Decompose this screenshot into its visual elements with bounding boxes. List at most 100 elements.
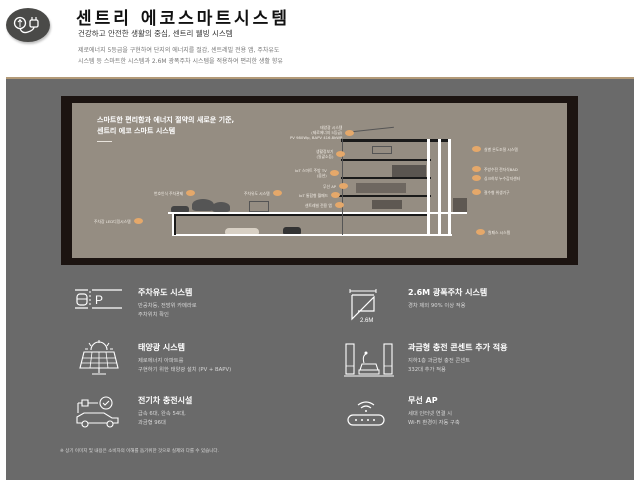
building-floor [341,177,431,179]
car-illustration [171,206,189,212]
license-plate-icon [186,190,196,196]
feature-description-line: Wi-Fi 환경이 자동 구축 [408,420,460,426]
feature-description-line: 세대 인터넷 연결 시 [408,411,453,417]
callout-solar-system: 태양광 시스템 (제로에너지 5등급) PV 980Wp, BAPV 416.8… [290,125,355,140]
callout-text: 원패스 시스템 [488,229,511,235]
light-switch-icon [336,151,346,157]
furniture-block [372,146,392,154]
callout-text: 싱크하부 누수감지센터 [484,175,521,181]
page-title: 센트리 에코스마트시스템 [76,9,290,29]
feature-description-line: 만공차등, 전방위 카메라로 [138,303,197,309]
feature-description-line: 급속 6대, 완속 54대, [138,411,186,417]
feature-wide-parking: 2.6M 2.6M 광폭주차 시스템 경차 제외 90% 이상 적용 [344,285,604,329]
tree-illustration [212,202,230,212]
water-drop-icon [472,189,481,195]
svg-text:2.6M: 2.6M [360,318,373,324]
feature-description: 급속 6대, 완속 54대, 과금형 96대 [138,410,186,428]
callout-centreville-app: 센트레빌 전용 앱 [305,202,344,208]
faucet-icon [472,166,481,172]
callout-text: (옵션) [316,173,327,178]
feature-description: 지하1층 과금형 충전 콘센트 332대 추가 적용 [408,357,470,375]
feature-description-line: 과금형 96대 [138,420,166,426]
callout-text: 절수형 위생기구 [484,189,510,195]
building-roof [341,139,451,142]
parking-guide-icon: P [75,289,122,309]
callout-text: 번호인식 주차관제 [154,190,184,196]
callout-smart-kitchen-tv: IoT 스마트 주방 TV (옵션) [295,168,339,178]
page-description: 제로에너지 5등급을 구현하여 단지의 에너지를 절감, 센트레빌 전용 앱, … [78,45,283,67]
infographic-title: 스마트한 편리함과 에너지 절약의 새로운 기준, 센트리 에코 스마트 시스템 [97,115,234,137]
wifi-router-icon [347,401,385,426]
feature-wireless-ap: 무선 AP 세대 인터넷 연결 시 Wi-Fi 환경이 자동 구축 [344,393,604,437]
infographic-frame: 스마트한 편리함과 에너지 절약의 새로운 기준, 센트리 에코 스마트 시스템 [61,96,578,265]
solar-icon [345,129,355,136]
feature-description: 경차 제외 90% 이상 적용 [408,302,466,311]
callout-text: 실별 온도조절 시스템 [484,146,518,152]
wallpad-icon [331,192,341,198]
feature-title: 전기차 충전시설 [138,396,193,405]
feature-title: 과금형 충전 콘센트 추가 적용 [408,343,508,352]
feature-title: 무선 AP [408,396,438,405]
app-icon [334,202,344,208]
feature-title: 2.6M 광폭주차 시스템 [408,288,488,297]
ev-charging-icon [76,396,119,428]
basement-wall [172,213,174,235]
callout-wireless-ap: 무선 AP [323,183,349,189]
building-column [448,139,451,235]
playground-illustration [249,201,269,212]
feature-description-line: 구현하기 위한 태양광 설치 (PV + BAPV) [138,367,232,373]
basement-wall-shadow [174,214,176,235]
car-illustration [283,227,301,234]
solar-panel-icon [79,340,119,375]
content-panel: 스마트한 편리함과 에너지 절약의 새로운 기준, 센트리 에코 스마트 시스템 [6,77,634,480]
wifi-icon [339,183,349,189]
logo-badge [6,8,50,42]
feature-solar: 태양광 시스템 제로에너지 아파트를 구현하기 위한 태양광 설치 (PV + … [74,340,334,384]
feature-description-line: 제로에너지 아파트를 [138,358,184,364]
building-floor [341,159,431,161]
feature-ev-outlet: 과금형 충전 콘센트 추가 적용 지하1층 과금형 충전 콘센트 332대 추가… [344,340,604,384]
callout-text: PV 980Wp, BAPV 416.8kWP [290,135,343,140]
tv-icon [329,170,339,176]
led-icon [133,218,143,224]
feature-ev-charging: 전기차 충전시설 급속 6대, 완속 54대, 과금형 96대 [74,393,334,437]
disclaimer-text: ※ 상기 이미지 및 내용은 소비자의 이해를 돕기위한 것으로 실제와 다를 … [60,449,219,454]
page-header: 센트리 에코스마트시스템 건강하고 안전한 생활의 중심, 센트리 웰빙 시스템… [0,0,640,76]
callout-kitchen-faucet: 주방수전 전자식BAD [472,166,518,172]
feature-description: 세대 인터넷 연결 시 Wi-Fi 환경이 자동 구축 [408,410,460,428]
description-line: 제로에너지 5등급을 구현하여 단지의 에너지를 절감, 센트레빌 전용 앱, … [78,47,280,54]
car-illustration [225,228,259,234]
ground-slab-shadow [172,214,427,216]
divider [97,141,112,142]
kitchen-block [392,165,426,177]
ground-floor-block [372,200,402,209]
callout-text: 주차유도 시스템 [244,190,270,196]
building-column [438,139,441,235]
callout-led-dimming: 주차장 LED디밍시스템 [94,218,143,224]
callout-wallpad: IoT 통합형 월패드 [299,192,341,198]
callout-text: 주차장 LED디밍시스템 [94,218,131,224]
callout-onepass: 원패스 시스템 [476,229,510,235]
page-subtitle: 건강하고 안전한 생활의 중심, 센트리 웰빙 시스템 [78,29,233,38]
callout-label: IoT 스마트 주방 TV (옵션) [295,168,327,178]
basement-floor [172,234,452,236]
ground-slab [168,212,467,214]
callout-text: IoT 스마트 주방 TV [295,168,327,173]
feature-description-line: 332대 추가 적용 [408,367,446,373]
callout-text: (일괄소등) [316,154,334,159]
tree-illustration [192,199,214,211]
callout-text: 센트레빌 전용 앱 [305,202,332,208]
callout-room-temperature: 실별 온도조절 시스템 [472,146,518,152]
leaf-plug-icon [13,16,39,34]
callout-text: 무선 AP [323,183,337,189]
svg-text:P: P [95,293,103,307]
callout-text: IoT 통합형 월패드 [299,192,329,198]
infographic-image: 스마트한 편리함과 에너지 절약의 새로운 기준, 센트리 에코 스마트 시스템 [72,103,567,258]
feature-title: 주차유도 시스템 [138,288,193,297]
feature-description: 만공차등, 전방위 카메라로 주차위치 확인 [138,302,197,320]
callout-parking-guide: 주차유도 시스템 [244,190,282,196]
feature-title: 태양광 시스템 [138,343,185,352]
infographic-title-line: 스마트한 편리함과 에너지 절약의 새로운 기준, [97,116,235,124]
callout-leak-detection: 싱크하부 누수감지센터 [472,175,520,181]
elevator-block [453,198,467,212]
